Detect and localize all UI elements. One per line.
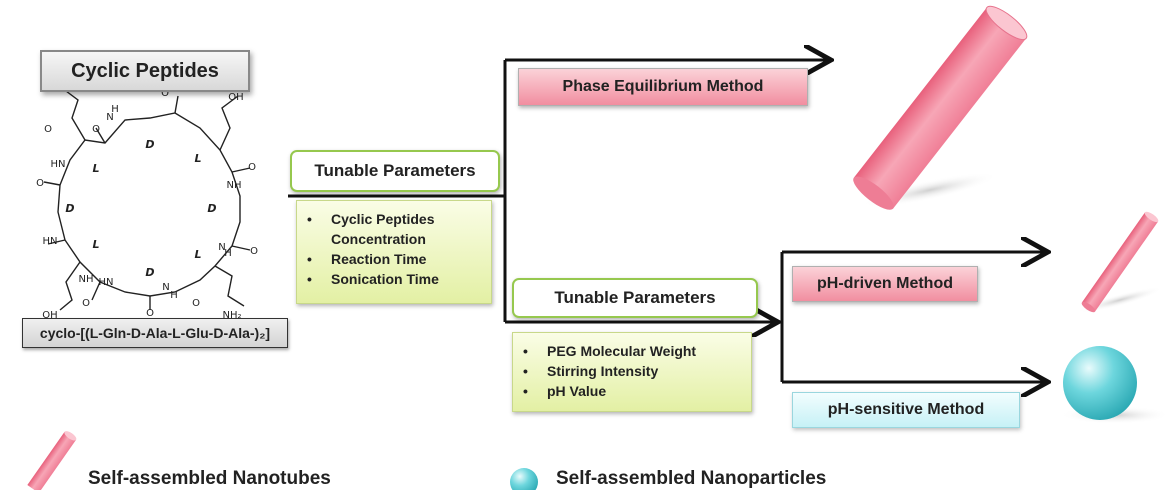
nanotube-large-graphic: [853, 5, 1028, 210]
param-item-concentration: Cyclic Peptides Concentration: [297, 209, 491, 249]
param-item-reaction-time: Reaction Time: [297, 249, 491, 269]
param-item-ph-value: pH Value: [513, 381, 751, 401]
ph-driven-method-box: pH-driven Method: [792, 266, 978, 302]
structure-atom-label: D: [207, 202, 216, 215]
legend-nanoparticle-icon: [510, 468, 538, 490]
structure-atom-label: NH₂: [222, 310, 241, 321]
phase-equilibrium-method-box: Phase Equilibrium Method: [518, 68, 808, 106]
tunable-parameters-list-2: PEG Molecular Weight Stirring Intensity …: [512, 332, 752, 412]
nanoparticle-graphic: [1060, 346, 1170, 424]
param-item-stirring: Stirring Intensity: [513, 361, 751, 381]
structure-atom-label: H: [111, 104, 119, 115]
structure-atom-label: O: [248, 162, 256, 173]
connector-lines: [288, 60, 1045, 382]
legend-nanoparticles-label: Self-assembled Nanoparticles: [556, 468, 827, 489]
structure-atom-label: D: [65, 202, 74, 215]
legend-nanotubes-label: Self-assembled Nanotubes: [88, 468, 331, 489]
peptide-ring-backbone: [57, 112, 241, 297]
param-item-sonication-time: Sonication Time: [297, 269, 491, 289]
structure-atom-label: NH: [227, 180, 242, 191]
param-item-peg-weight: PEG Molecular Weight: [513, 341, 751, 361]
structure-atom-label: NH: [79, 274, 94, 285]
tunable-parameters-box-1: Tunable Parameters: [290, 150, 500, 192]
structure-atom-label: N: [162, 282, 169, 293]
structure-atom-label: D: [145, 266, 154, 279]
structure-atom-label: OH: [228, 92, 243, 103]
structure-atom-label: H: [170, 290, 178, 301]
structure-atom-label: HN: [43, 236, 58, 247]
cyclic-peptides-title: Cyclic Peptides: [40, 50, 250, 92]
structure-atom-label: O: [161, 88, 169, 99]
legend-nanotube-icon: [27, 431, 77, 490]
structure-atom-label: O: [36, 178, 44, 189]
structure-atom-label: O: [250, 246, 258, 257]
structure-atom-label: O: [146, 308, 154, 319]
structure-atom-label: N: [106, 112, 113, 123]
structure-atom-label: L: [92, 238, 99, 251]
structure-atom-label: O: [82, 298, 90, 309]
cyclic-peptide-structure: [43, 87, 251, 311]
structure-atom-label: H: [224, 248, 232, 259]
structure-atom-label: HN: [99, 277, 114, 288]
structure-atom-label: O: [192, 298, 200, 309]
side-chain-glu-top: [219, 95, 239, 151]
tunable-parameters-box-2: Tunable Parameters: [512, 278, 758, 318]
structure-atom-label: N: [218, 242, 225, 253]
structure-atom-label: O: [92, 124, 100, 135]
structure-atom-label: L: [194, 248, 201, 261]
structure-atom-label: L: [92, 162, 99, 175]
structure-atom-label: OH: [42, 310, 57, 321]
side-chain-gln-bottom: [214, 265, 245, 307]
structure-atom-label: L: [194, 152, 201, 165]
side-chain-glu-bottom: [59, 261, 81, 311]
nanotube-small-graphic: [1076, 211, 1164, 314]
side-chain-gln-top: [61, 87, 86, 141]
structure-atom-label: O: [44, 124, 52, 135]
structure-labels: NH₂ONHOOHHNLDLONHDDOHNONHLDLONHNHOOHONH₂…: [36, 84, 258, 321]
carbonyl-bonds: [43, 95, 251, 310]
ph-sensitive-method-box: pH-sensitive Method: [792, 392, 1020, 428]
tunable-parameters-list-1: Cyclic Peptides Concentration Reaction T…: [296, 200, 492, 304]
structure-atom-label: D: [145, 138, 154, 151]
structure-atom-label: HN: [51, 159, 66, 170]
peptide-formula: cyclo-[(L-Gln-D-Ala-L-Glu-D-Ala-)₂]: [22, 318, 288, 348]
